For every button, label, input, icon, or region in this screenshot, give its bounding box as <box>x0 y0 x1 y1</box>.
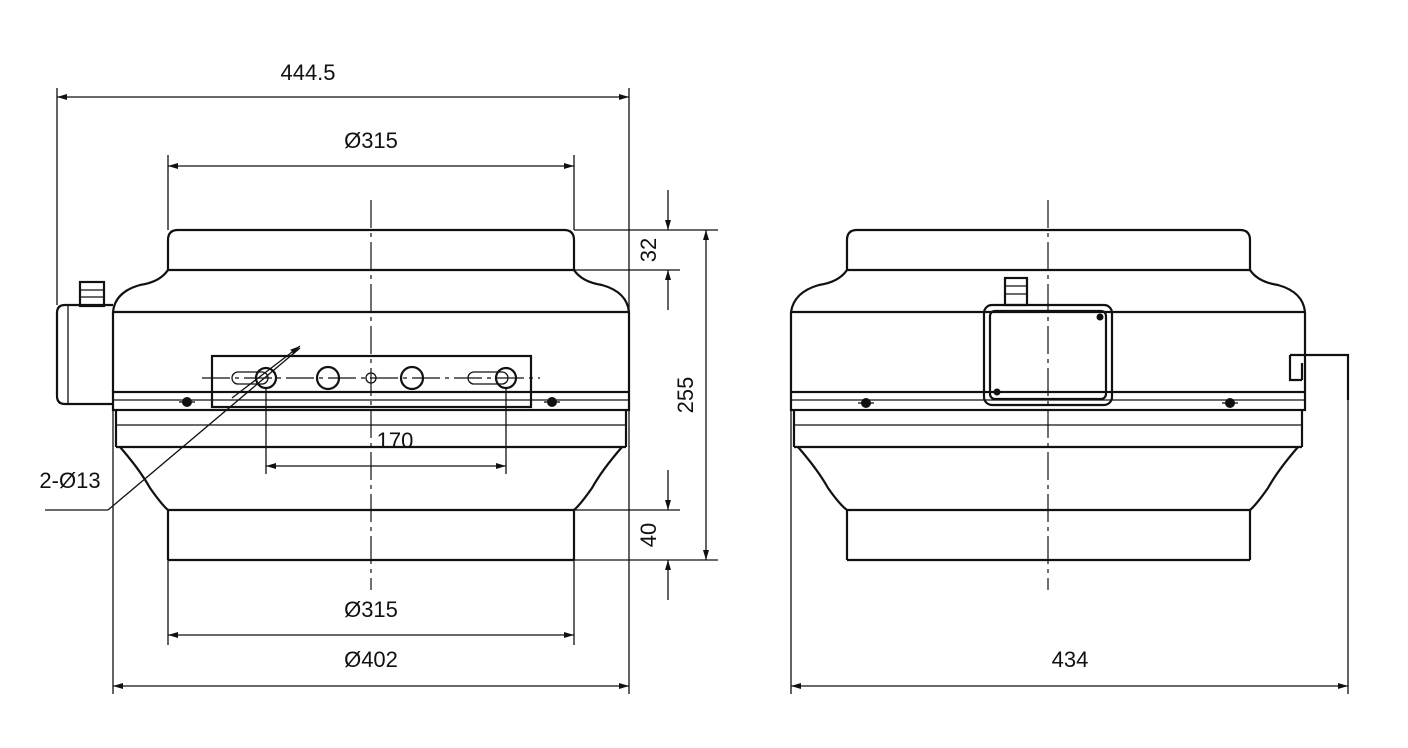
dim-label-bracket-holes: 2-Ø13 <box>39 468 100 493</box>
leader-holes <box>107 347 301 511</box>
left-lower-flare-r <box>573 446 623 511</box>
left-top-collar <box>166 228 576 270</box>
dim-label-inlet-diameter: Ø315 <box>344 128 398 153</box>
dim-label-body-diameter: Ø402 <box>344 647 398 672</box>
dim-label-outlet-diameter: Ø315 <box>344 597 398 622</box>
left-bolt-1 <box>179 397 195 407</box>
right-bolt-2 <box>1222 398 1238 408</box>
right-side-bracket <box>1288 353 1350 400</box>
left-cable-gland <box>78 280 106 308</box>
leader-holes-arrow <box>231 345 301 399</box>
right-upper-flare-r <box>1249 269 1307 313</box>
right-bolt-1 <box>858 398 874 408</box>
right-view: 434 <box>789 200 1350 694</box>
left-bolt-2 <box>544 397 560 407</box>
dim-label-right-width: 434 <box>1052 647 1089 672</box>
dim-label-width-overall: 444.5 <box>280 60 335 85</box>
right-box-screw-2 <box>1096 313 1104 321</box>
right-lower-flare-r <box>1249 446 1299 511</box>
left-terminal-box <box>55 303 113 406</box>
dim-label-hole-spacing: 170 <box>377 428 414 453</box>
left-upper-flare <box>111 269 169 313</box>
right-box-screw-1 <box>993 388 1001 396</box>
left-lower-flare-l <box>119 446 169 511</box>
dim-label-top-collar: 32 <box>636 238 661 262</box>
right-top-collar <box>845 228 1252 270</box>
left-view: 444.5 Ø315 170 2-Ø13 Ø315 Ø402 32 <box>39 60 718 694</box>
right-upper-flare-l <box>789 269 848 313</box>
dim-label-bottom-collar: 40 <box>636 523 661 547</box>
right-cable-gland <box>1003 276 1029 307</box>
right-lower-flare-l <box>797 446 848 511</box>
left-mounting-bracket <box>210 354 533 409</box>
dim-label-overall-height: 255 <box>673 377 698 414</box>
left-upper-flare-right <box>573 269 631 313</box>
